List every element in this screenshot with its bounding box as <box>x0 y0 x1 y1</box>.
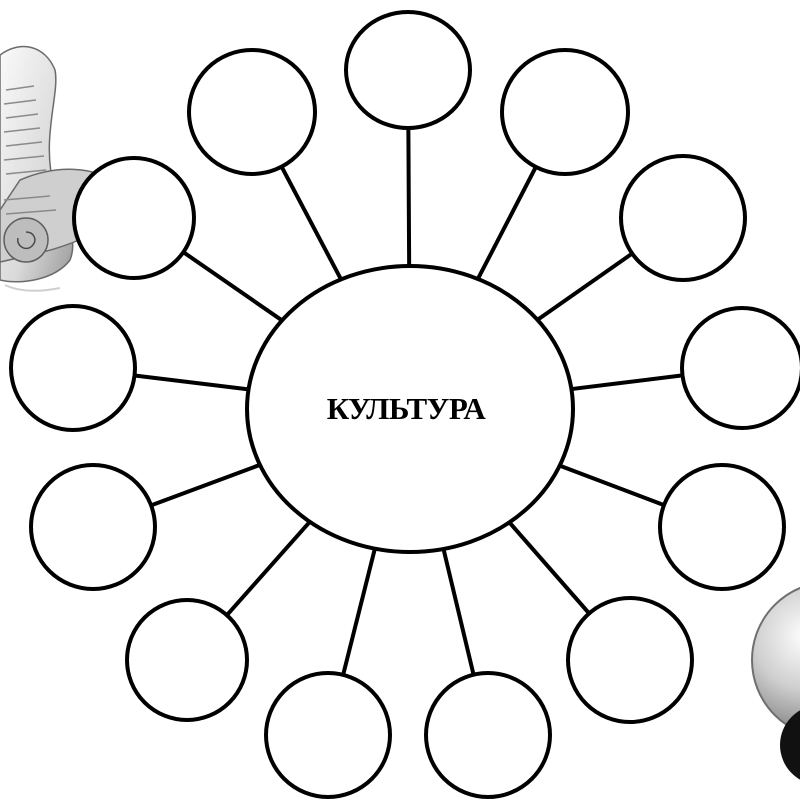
outer-node-4 <box>74 158 194 278</box>
center-label: КУЛЬТУРА <box>327 391 487 426</box>
connector-line-7 <box>571 375 682 389</box>
outer-node-3 <box>502 50 628 174</box>
outer-node-5 <box>621 156 745 280</box>
disc-icon <box>752 582 800 785</box>
connector-line-13 <box>443 549 473 675</box>
connector-line-12 <box>343 549 375 675</box>
outer-node-2 <box>189 50 315 174</box>
outer-node-8 <box>31 465 155 589</box>
connector-line-10 <box>227 522 310 615</box>
connector-line-6 <box>135 375 249 389</box>
connector-line-9 <box>560 466 664 505</box>
outer-node-13 <box>426 673 550 797</box>
connector-line-5 <box>537 254 632 320</box>
outer-node-12 <box>266 673 390 797</box>
center-node: КУЛЬТУРА <box>247 266 573 552</box>
outer-node-7 <box>682 308 800 428</box>
connector-line-8 <box>151 465 260 506</box>
outer-node-9 <box>660 465 784 589</box>
connector-line-11 <box>509 522 589 613</box>
connector-line-4 <box>183 252 282 320</box>
outer-node-10 <box>127 600 247 720</box>
connector-line-3 <box>478 167 536 279</box>
connector-line-2 <box>282 167 341 280</box>
connector-line-1 <box>408 128 409 266</box>
outer-node-6 <box>11 306 135 430</box>
outer-node-1 <box>346 12 470 128</box>
outer-node-11 <box>568 598 692 722</box>
